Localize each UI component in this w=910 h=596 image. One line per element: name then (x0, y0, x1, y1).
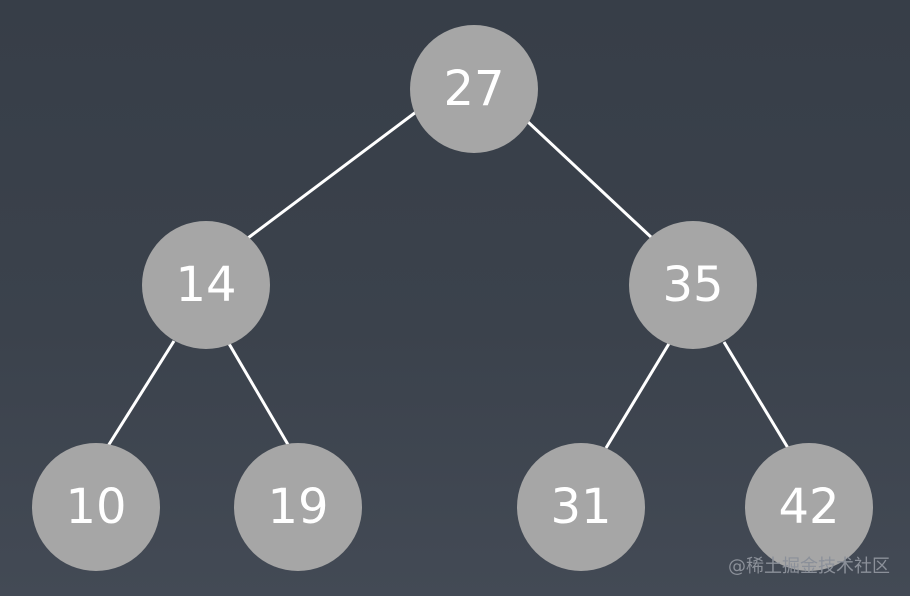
tree-node-19: 19 (234, 443, 362, 571)
tree-node-35: 35 (629, 221, 757, 349)
watermark-text: @稀土掘金技术社区 (728, 556, 890, 577)
node-label: 19 (267, 479, 328, 535)
tree-node-42: 42 (745, 443, 873, 571)
edge-27-14 (247, 110, 417, 240)
edge-35-42 (722, 341, 790, 449)
tree-node-14: 14 (142, 221, 270, 349)
edge-35-31 (604, 341, 672, 449)
node-label: 14 (175, 257, 236, 313)
tree-node-31: 31 (517, 443, 645, 571)
node-label: 10 (65, 479, 126, 535)
edge-14-19 (226, 341, 292, 449)
tree-node-27: 27 (410, 25, 538, 153)
edge-14-10 (106, 340, 176, 447)
node-label: 35 (662, 257, 723, 313)
node-label: 31 (550, 479, 611, 535)
node-label: 27 (443, 61, 504, 117)
node-label: 42 (778, 479, 839, 535)
tree-node-10: 10 (32, 443, 160, 571)
edge-27-35 (526, 120, 654, 240)
